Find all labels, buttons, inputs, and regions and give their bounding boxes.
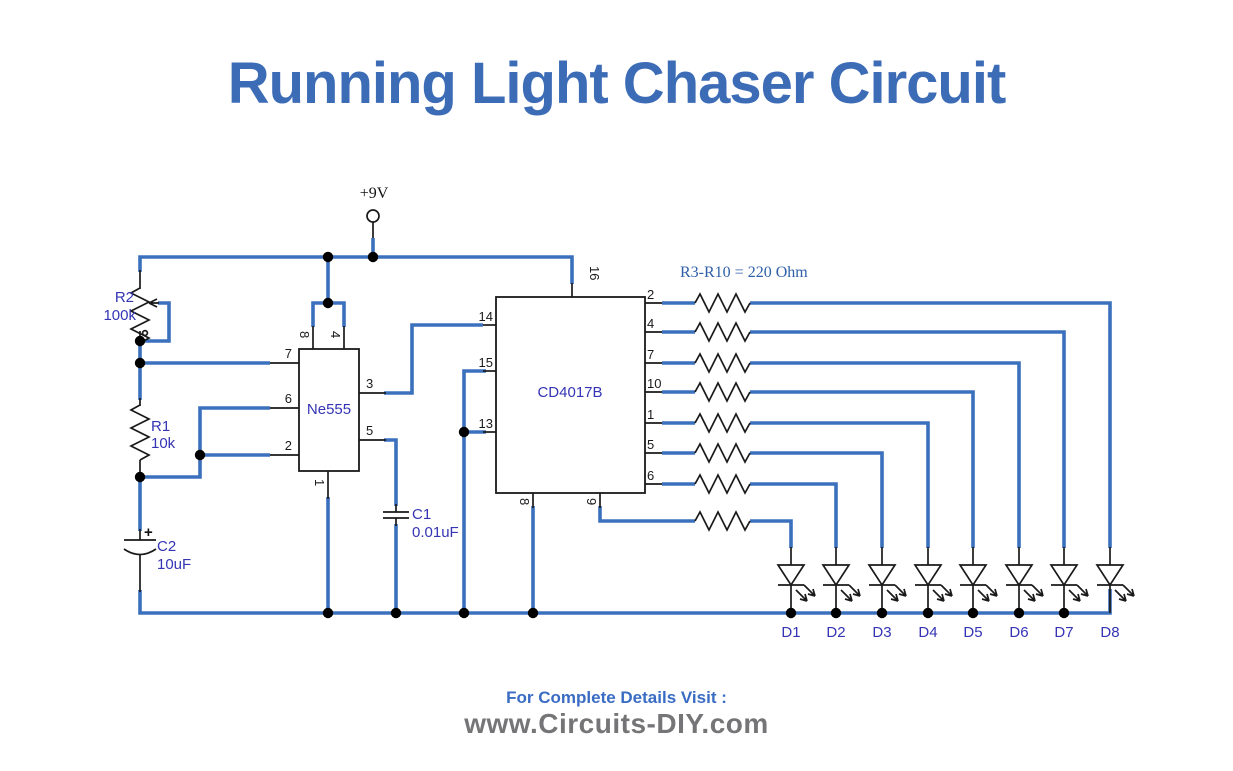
- ne555-body: [298, 348, 360, 472]
- cd4017-pin14-label: 14: [479, 309, 493, 324]
- power-label: +9V: [360, 185, 389, 202]
- wire-4017-pin9-row: [598, 506, 695, 523]
- row-wire-d8: [662, 301, 1112, 548]
- c1-ref: C1: [412, 506, 431, 523]
- row-wire-d7: [662, 330, 1066, 548]
- cd4017-out-label: 7: [647, 347, 654, 362]
- capacitor-c1: C1 0.01uF: [383, 504, 459, 541]
- cd4017-body: [495, 296, 646, 494]
- ne555-pin4-label: 4: [328, 331, 343, 338]
- resistor-r7: [694, 413, 751, 433]
- ic-ne555: Ne555 7 6 2 8 4 3 5 1: [270, 326, 386, 499]
- ne555-pin5-label: 5: [366, 423, 373, 438]
- wire-pin5-to-c1: [384, 438, 398, 506]
- cd4017-pin15-label: 15: [479, 355, 493, 370]
- cd4017-pin13-label: 13: [479, 416, 493, 431]
- wire-pin15-to-ground: [462, 369, 486, 613]
- led-d8: [1096, 546, 1135, 614]
- r2-wiper-arrow: [148, 298, 159, 308]
- r2-value: 100k: [103, 307, 136, 324]
- led-label-d5: D5: [963, 624, 982, 641]
- cd4017-out-label: 6: [647, 468, 654, 483]
- potentiometer-r2: R2 100k: [103, 270, 159, 344]
- power-terminal: +9V: [360, 185, 389, 257]
- page-title: Running Light Chaser Circuit: [227, 51, 1007, 116]
- led-label-d4: D4: [918, 624, 937, 641]
- wire-pin3-to-pin14: [384, 323, 483, 395]
- led-d6: [1005, 546, 1044, 614]
- led-label-d1: D1: [781, 624, 800, 641]
- r1-ref: R1: [151, 418, 170, 435]
- ne555-name: Ne555: [307, 401, 351, 418]
- cd4017-out-label: 1: [647, 407, 654, 422]
- row-wire-d1: [750, 519, 793, 548]
- resistor-r3: [694, 293, 751, 313]
- footer-website-text: www.Circuits-DIY.com: [464, 708, 769, 739]
- led-d5: [959, 546, 998, 614]
- cd4017-out-label: 5: [647, 437, 654, 452]
- resistor-r1: R1 10k: [130, 398, 176, 474]
- r1-value: 10k: [151, 435, 176, 452]
- leds: D1 D2 D3 D4 D5 D6 D7 D8: [777, 546, 1135, 641]
- row-wire-d3: [662, 451, 884, 548]
- resistor-r9: [694, 474, 751, 494]
- ne555-pin7-label: 7: [285, 346, 292, 361]
- cd4017-out-label: 10: [647, 376, 661, 391]
- ne555-pin6-label: 6: [285, 391, 292, 406]
- c2-plate-bottom: [123, 548, 157, 556]
- ic-cd4017b: CD4017B 16 14 15 13 8 9 2 4: [479, 266, 663, 508]
- power-terminal-circle: [366, 209, 380, 223]
- row-wire-d5: [662, 390, 975, 548]
- r2-terminal-circle: [141, 329, 149, 337]
- junction-dots: [134, 251, 1070, 619]
- r2-ref: R2: [115, 289, 134, 306]
- led-label-d8: D8: [1100, 624, 1119, 641]
- cd4017-out-label: 4: [647, 316, 654, 331]
- led-label-d3: D3: [872, 624, 891, 641]
- cd4017-name: CD4017B: [537, 384, 602, 401]
- resistor-r10: [694, 511, 751, 531]
- c1-value: 0.01uF: [412, 524, 459, 541]
- resistor-note: R3-R10 = 220 Ohm: [680, 264, 808, 281]
- led-d4: [914, 546, 953, 614]
- led-label-d7: D7: [1054, 624, 1073, 641]
- c2-value: 10uF: [157, 556, 191, 573]
- led-d7: [1050, 546, 1089, 614]
- led-label-d2: D2: [826, 624, 845, 641]
- ne555-pin1-label: 1: [312, 479, 327, 486]
- led-d1: [777, 546, 816, 614]
- ne555-pin8-label: 8: [297, 331, 312, 338]
- c2-ref: C2: [157, 538, 176, 555]
- resistor-r8: [694, 443, 751, 463]
- row-wire-d4: [662, 421, 930, 548]
- wire-top-rail: [138, 255, 574, 284]
- resistor-r5: [694, 353, 751, 373]
- row-wire-d2: [662, 482, 838, 548]
- ne555-pin3-label: 3: [366, 376, 373, 391]
- ne555-pin2-label: 2: [285, 438, 292, 453]
- resistor-r6: [694, 382, 751, 402]
- capacitor-c2: + C2 10uF: [123, 524, 191, 592]
- led-d3: [868, 546, 907, 614]
- cd4017-pin9-label: 9: [584, 498, 599, 505]
- cd4017-pin8-label: 8: [517, 498, 532, 505]
- cd4017-out-label: 2: [647, 287, 654, 302]
- cd4017-pin16-label: 16: [587, 266, 602, 280]
- footer: For Complete Details Visit : www.Circuit…: [0, 688, 1233, 740]
- footer-visit-text: For Complete Details Visit :: [506, 688, 727, 707]
- wire-pin6: [140, 406, 270, 479]
- c2-polarity: +: [144, 524, 153, 541]
- row-wire-d6: [662, 361, 1021, 548]
- resistor-r4: [694, 322, 751, 342]
- led-label-d6: D6: [1009, 624, 1028, 641]
- output-rows: [662, 293, 1112, 548]
- wire-r2-wiper: [144, 301, 171, 343]
- r1-body: [130, 404, 150, 461]
- led-d2: [822, 546, 861, 614]
- wire-ground-rail: [138, 589, 1112, 615]
